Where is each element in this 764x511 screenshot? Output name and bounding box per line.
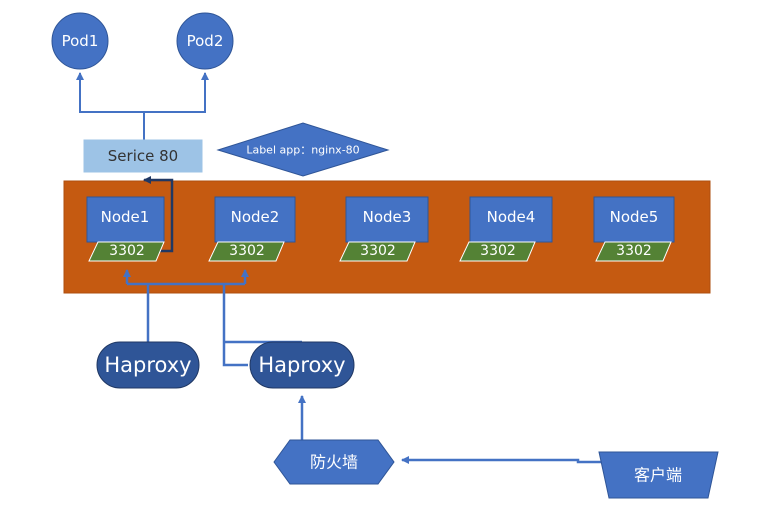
firewall-label: 防火墙 xyxy=(310,453,358,472)
haproxy-2-label: Haproxy xyxy=(258,353,345,377)
pod-2: Pod2 xyxy=(176,12,234,70)
label-tag-text: Label app：nginx-80 xyxy=(246,144,359,157)
node-4: Node4 xyxy=(469,196,553,243)
node-3: Node3 xyxy=(345,196,429,243)
node-3-label: Node3 xyxy=(363,208,412,226)
node-2-port: 3302 xyxy=(208,241,285,262)
node-5: Node5 xyxy=(593,196,675,243)
node-4-port-label: 3302 xyxy=(480,243,516,259)
haproxy-2: Haproxy xyxy=(249,341,355,389)
node-2: Node2 xyxy=(214,196,296,243)
node1-to-service-connector xyxy=(143,176,174,253)
client-to-firewall-connector xyxy=(401,456,610,464)
haproxy-to-ports-bus xyxy=(127,282,245,342)
node-5-port: 3302 xyxy=(595,241,672,262)
node-1: Node1 xyxy=(86,196,165,243)
node-1-port: 3302 xyxy=(88,241,165,262)
node-5-port-label: 3302 xyxy=(616,243,652,259)
service-to-pod2-connector xyxy=(144,72,209,113)
node-4-label: Node4 xyxy=(487,208,536,226)
label-tag: Label app：nginx-80 xyxy=(216,122,390,177)
node-2-port-label: 3302 xyxy=(229,243,265,259)
service-label: Serice 80 xyxy=(108,147,178,165)
node-1-label: Node1 xyxy=(101,208,150,226)
haproxy-1-label: Haproxy xyxy=(104,353,191,377)
service-box: Serice 80 xyxy=(83,139,203,173)
service-to-pod1-connector xyxy=(76,72,145,140)
node-1-port-label: 3302 xyxy=(109,243,145,259)
node-5-label: Node5 xyxy=(610,208,659,226)
pod-2-label: Pod2 xyxy=(187,32,224,50)
client: 客户端 xyxy=(598,451,719,499)
pod-1-label: Pod1 xyxy=(62,32,99,50)
node-2-label: Node2 xyxy=(231,208,280,226)
node-3-port-label: 3302 xyxy=(360,243,396,259)
pod-1: Pod1 xyxy=(51,12,109,70)
node-3-port: 3302 xyxy=(339,241,416,262)
client-label: 客户端 xyxy=(634,466,682,485)
node-4-port: 3302 xyxy=(459,241,536,262)
haproxy-1: Haproxy xyxy=(96,341,200,389)
firewall: 防火墙 xyxy=(273,439,395,485)
